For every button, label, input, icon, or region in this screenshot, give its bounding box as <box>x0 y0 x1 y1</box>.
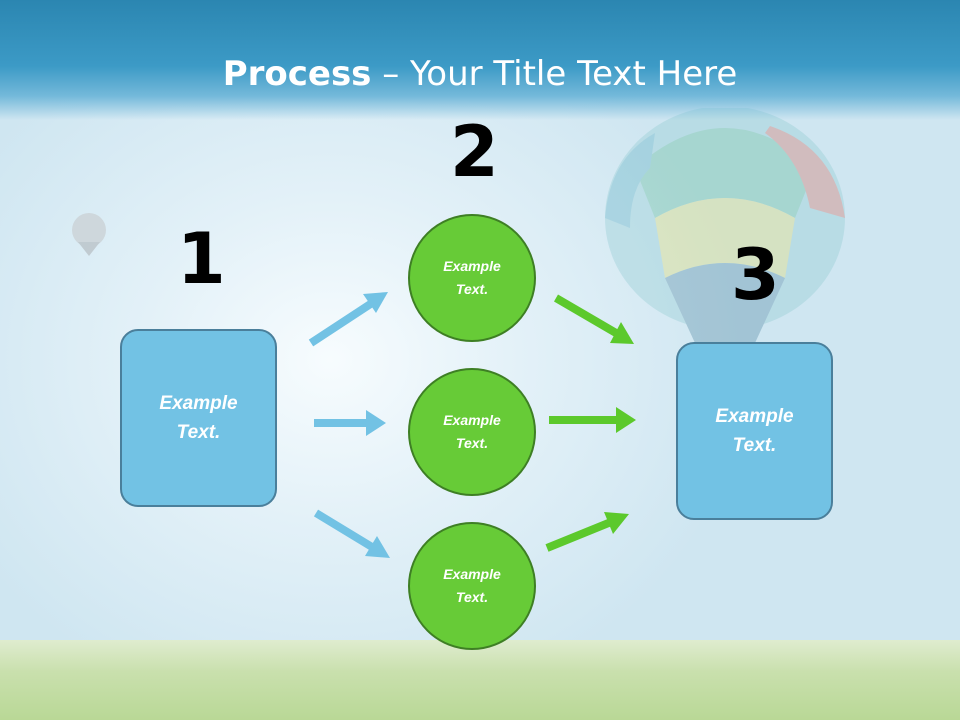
title-bold: Process <box>222 54 372 94</box>
arrow-middle-to-3 <box>549 407 636 433</box>
arrow-top-to-3 <box>553 294 634 344</box>
step-2-node-bottom: Example Text. <box>408 522 536 650</box>
node-bottom-text: Example Text. <box>443 566 501 605</box>
step-2-node-top: Example Text. <box>408 214 536 342</box>
step-3-text: Example Text. <box>715 406 794 456</box>
step-number-3: 3 <box>731 234 780 316</box>
arrow-1-to-middle <box>314 410 386 436</box>
title-bar <box>0 0 960 120</box>
slide-title: Process – Your Title Text Here <box>0 54 960 94</box>
step-number-1: 1 <box>177 218 226 300</box>
hot-air-balloon-image <box>605 108 845 343</box>
step-3-box: Example Text. <box>676 342 833 520</box>
step-1-text: Example Text. <box>159 393 238 443</box>
node-top-text: Example Text. <box>443 258 501 297</box>
step-1-box: Example Text. <box>120 329 277 507</box>
step-2-node-middle: Example Text. <box>408 368 536 496</box>
title-rest: – Your Title Text Here <box>371 54 738 94</box>
step-number-2: 2 <box>450 111 499 193</box>
grass-field <box>0 640 960 720</box>
arrow-bottom-to-3 <box>545 512 629 552</box>
node-middle-text: Example Text. <box>443 412 501 451</box>
arrow-1-to-top <box>308 292 388 347</box>
arrow-1-to-bottom <box>313 509 390 558</box>
small-balloon-image <box>72 213 106 256</box>
